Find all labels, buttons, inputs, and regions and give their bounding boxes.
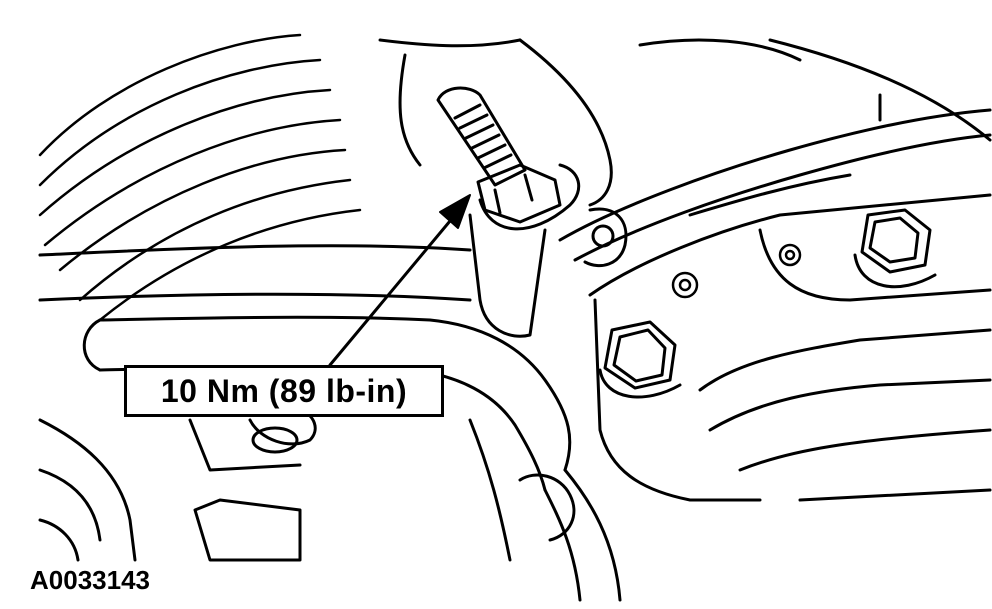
arrow-pointer-icon [439, 194, 471, 229]
leader-line [328, 194, 471, 367]
small-stud-washers [671, 243, 802, 299]
hex-bolt-right [853, 208, 937, 289]
threaded-stud [436, 86, 527, 187]
engine-housing-outline [378, 38, 992, 207]
hex-bolt-center [598, 320, 682, 399]
torque-callout: 10 Nm (89 lb-in) [124, 365, 444, 417]
figure-id: A0033143 [30, 565, 150, 595]
lower-left-frame [38, 408, 317, 562]
background-pulley-arcs [38, 33, 362, 322]
mount-bracket-plate [558, 108, 992, 502]
hose-tube [38, 244, 622, 602]
bracket-tab [468, 163, 628, 338]
